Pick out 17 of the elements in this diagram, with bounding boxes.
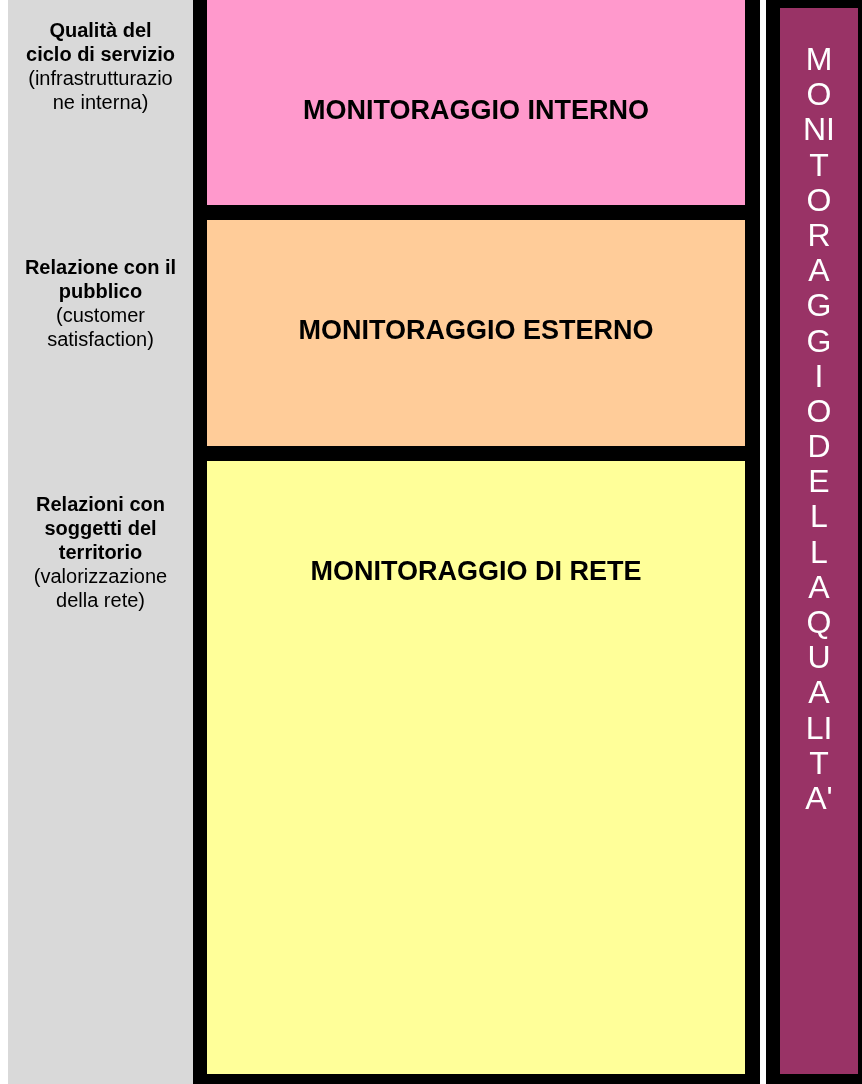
row-heading: Relazioni con soggetti del territorio (35, 492, 166, 564)
box-title: MONITORAGGIO ESTERNO (298, 314, 654, 347)
box-title: MONITORAGGIO INTERNO (303, 94, 649, 127)
category-box (207, 461, 745, 1074)
row-heading: Relazione con il pubblico (24, 255, 177, 303)
row-subheading: (valorizzazione della rete) (32, 564, 169, 612)
title-band (780, 8, 858, 1074)
frame-background (193, 0, 760, 1084)
category-box (207, 0, 745, 205)
row-subheading: (infrastrutturazione interna) (27, 66, 174, 114)
vertical-title: MONITORAGGIO DELLA QUALITA' (803, 42, 835, 818)
box-title: MONITORAGGIO DI RETE (310, 555, 642, 588)
frame-background (766, 0, 862, 1084)
row-subheading: (customer satisfaction) (46, 303, 155, 351)
side-band (8, 0, 193, 1084)
row-heading: Qualità del ciclo di servizio (25, 18, 176, 66)
category-box (207, 220, 745, 446)
